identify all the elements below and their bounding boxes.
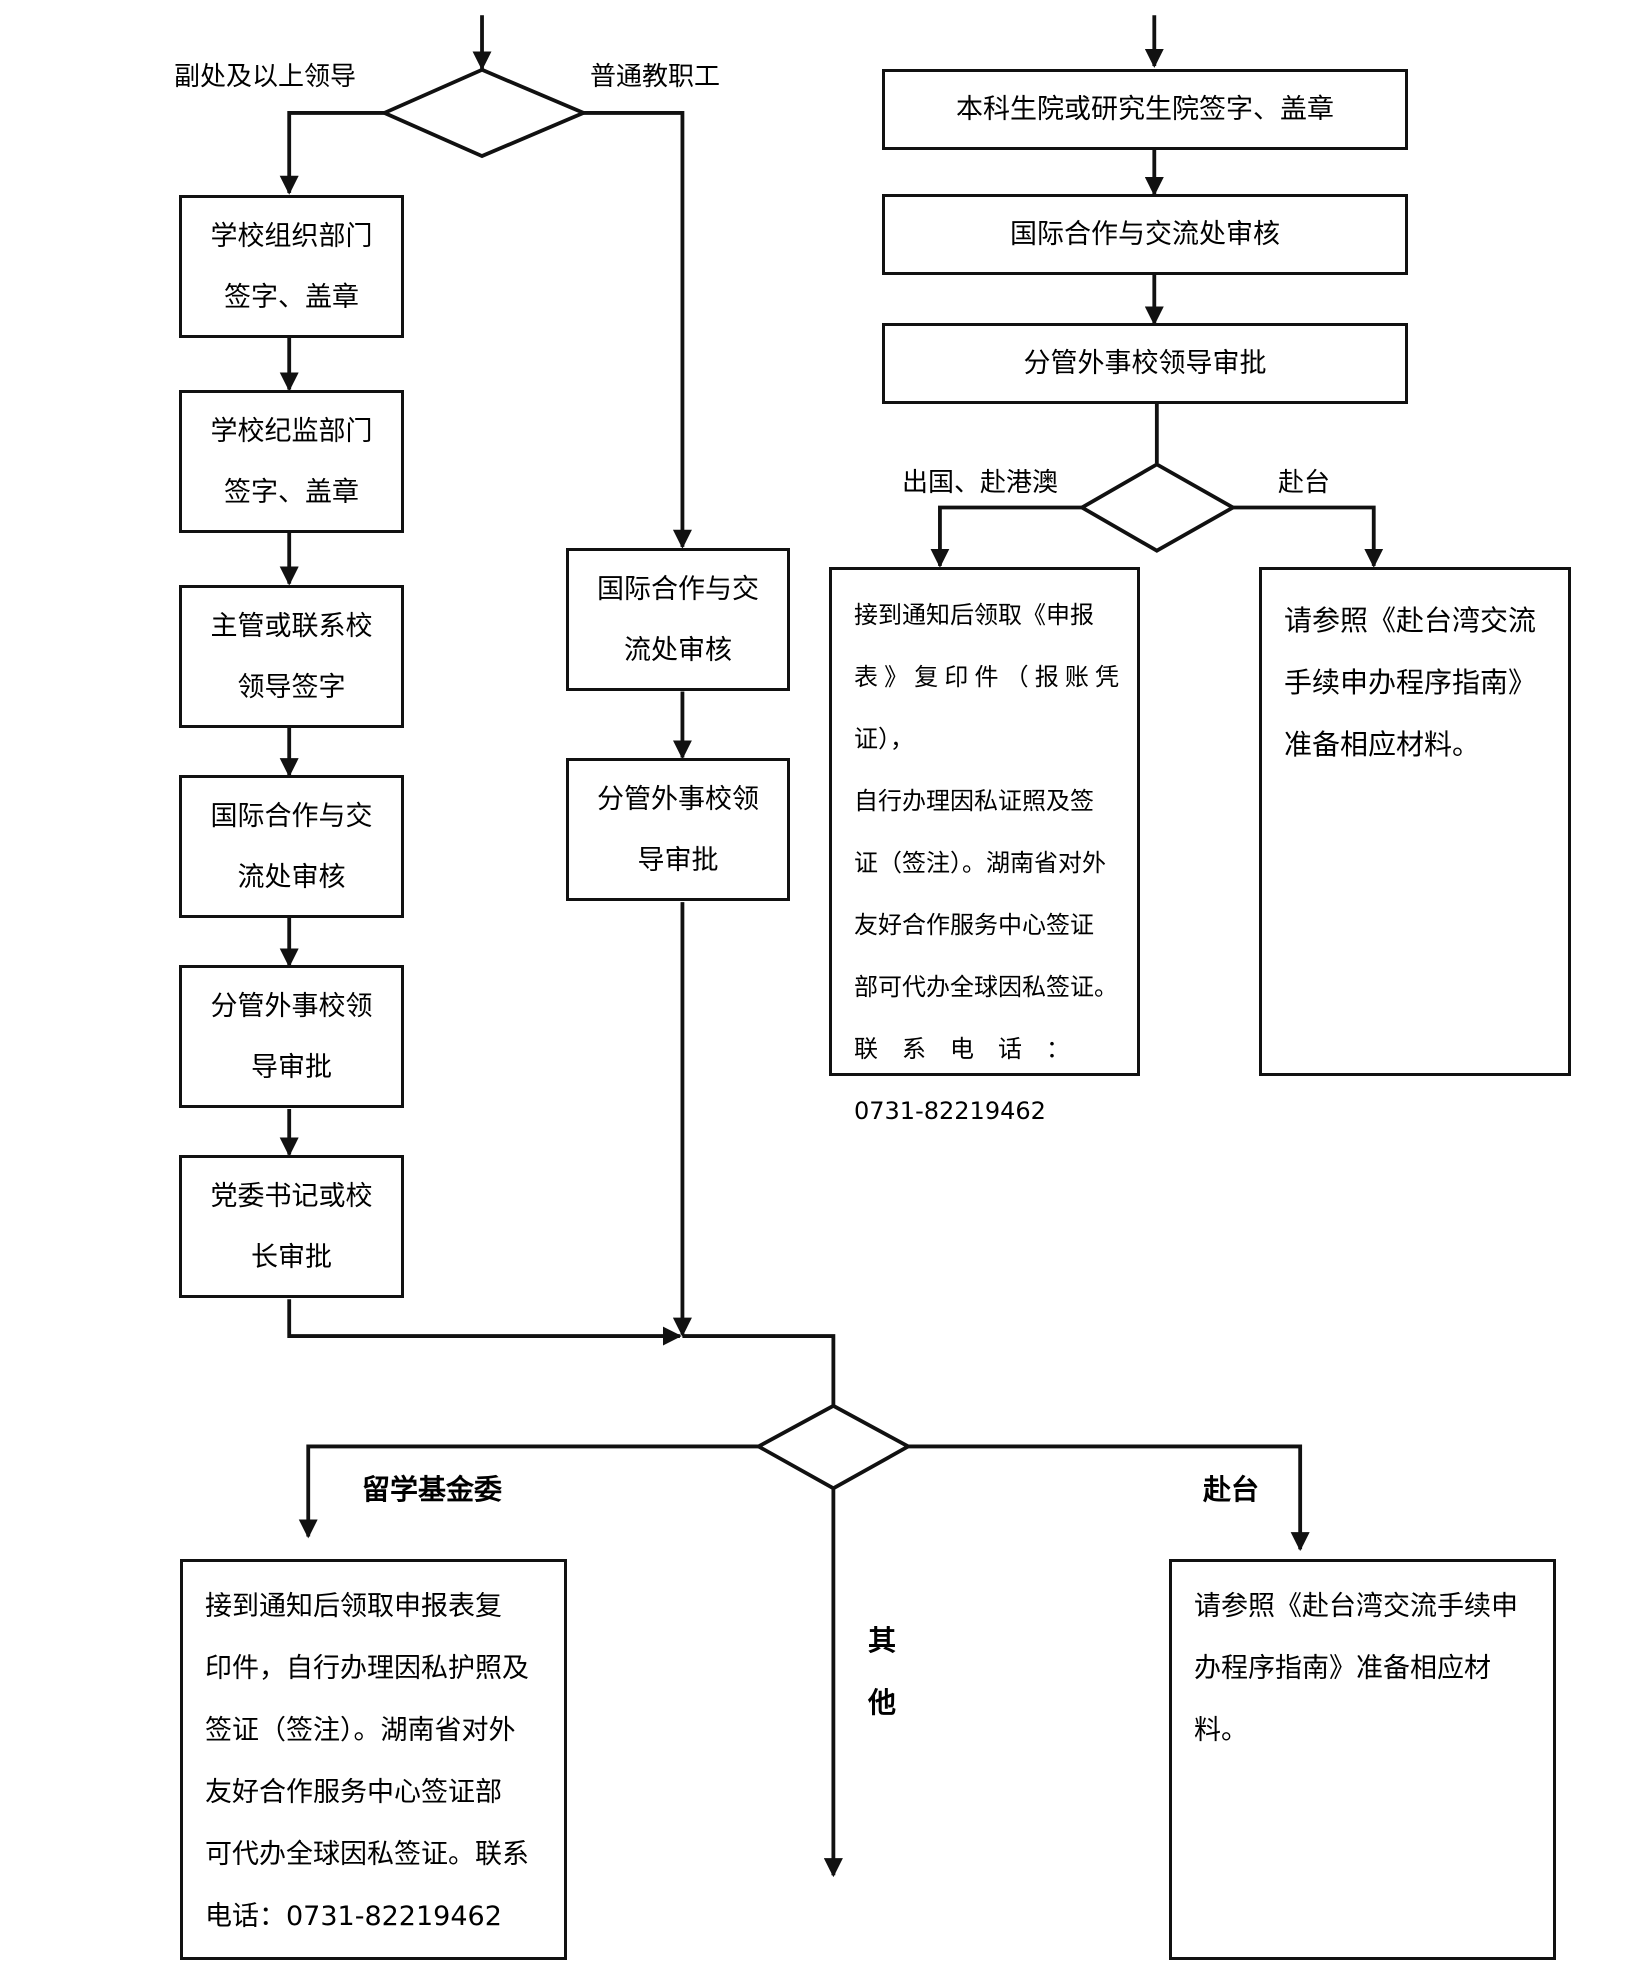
step-line1: 国际合作与交 (210, 800, 373, 832)
step-line1: 国际合作与交 (597, 573, 759, 605)
text-line: 请参照《赴台湾交流 (1284, 604, 1537, 637)
csc-instructions-box: 接到通知后领取申报表复 印件，自行办理因私护照及 签证（签注）。湖南省对外 友好… (180, 1559, 567, 1960)
text-line: 自行办理因私证照及签 (854, 787, 1094, 815)
step-line1: 分管外事校领 (597, 783, 759, 815)
abroad-instructions-box: 接到通知后领取《申报 表》复印件（报账凭证）， 自行办理因私证照及签 证（签注）… (829, 567, 1140, 1125)
step-line2: 长审批 (251, 1241, 332, 1273)
step-supervising-leader: 主管或联系校 领导签字 (179, 585, 404, 728)
step-line1: 分管外事校领 (210, 990, 373, 1022)
step-staff-foreign-affairs-leader: 分管外事校领 导审批 (566, 758, 790, 901)
step-line1: 学校纪监部门 (210, 415, 373, 447)
connector-merge (287, 1299, 682, 1346)
text-line: 证（签注）。湖南省对外 (854, 849, 1106, 877)
label-other: 其他 (868, 1624, 897, 1719)
label-abroad-hk-macao: 出国、赴港澳 (902, 468, 1059, 498)
step-text: 国际合作与交流处审核 (1010, 219, 1280, 250)
step-foreign-affairs-leader: 分管外事校领 导审批 (179, 965, 404, 1108)
connector-senior (279, 111, 385, 195)
label-taiwan-top: 赴台 (1278, 468, 1331, 498)
step-foreign-affairs-leader-right: 分管外事校领导审批 (882, 323, 1408, 404)
step-line2: 导审批 (251, 1051, 332, 1083)
step-intl-office-review: 国际合作与交 流处审核 (179, 775, 404, 918)
step-line2: 签字、盖章 (224, 476, 359, 508)
step-line1: 党委书记或校 (210, 1180, 373, 1212)
step-line2: 流处审核 (237, 861, 346, 893)
connector-taiwan-bottom (908, 1444, 1310, 1552)
label-regular-staff: 普通教职工 (590, 62, 721, 92)
step-line1: 主管或联系校 (210, 610, 373, 642)
phone-number: 电话：0731-82219462 (205, 1901, 502, 1932)
text-line: 签证（签注）。湖南省对外 (205, 1715, 516, 1746)
text-line: 可代办全球因私签证。联系 (205, 1839, 529, 1870)
label-csc: 留学基金委 (362, 1473, 503, 1506)
step-line1: 学校组织部门 (210, 220, 373, 252)
step-line2: 导审批 (637, 844, 719, 876)
step-intl-office-review-right: 国际合作与交流处审核 (882, 194, 1408, 275)
text-line: 准备相应材料。 (1284, 728, 1481, 761)
text-line: 料。 (1194, 1715, 1248, 1746)
text-line: 办程序指南》准备相应材 (1194, 1653, 1491, 1684)
step-college-signature: 本科生院或研究生院签字、盖章 (882, 69, 1408, 150)
text-line: 表》复印件（报账凭证）， (854, 663, 1119, 753)
connector-taiwan-top (1232, 505, 1384, 568)
step-staff-intl-office-review: 国际合作与交 流处审核 (566, 548, 790, 691)
text-line: 印件，自行办理因私护照及 (205, 1653, 529, 1684)
step-text: 本科生院或研究生院签字、盖章 (956, 94, 1334, 125)
taiwan-instructions-box-top: 请参照《赴台湾交流 手续申办程序指南》 准备相应材料。 (1259, 567, 1571, 1076)
step-discipline-dept: 学校纪监部门 签字、盖章 (179, 390, 404, 533)
label-senior-leaders: 副处及以上领导 (174, 62, 357, 92)
decision-diamond-staff-type (379, 67, 589, 159)
connector-staff (583, 111, 692, 549)
text-line: 接到通知后领取《申报 (854, 601, 1094, 629)
taiwan-instructions-box-bottom: 请参照《赴台湾交流手续申 办程序指南》准备相应材 料。 (1169, 1559, 1556, 1960)
step-line2: 签字、盖章 (224, 281, 359, 313)
connector-csc (298, 1444, 759, 1539)
text-line: 接到通知后领取申报表复 (205, 1591, 502, 1622)
text-line: 友好合作服务中心签证部 (205, 1777, 502, 1808)
phone-number: 0731-82219462 (854, 1097, 1046, 1125)
connector-abroad (930, 505, 1082, 568)
decision-diamond-destination (1078, 462, 1237, 553)
label-taiwan-bottom: 赴台 (1203, 1473, 1260, 1506)
decision-diamond-bottom (754, 1403, 913, 1491)
text-line: 手续申办程序指南》 (1284, 666, 1537, 699)
step-line2: 领导签字 (237, 671, 346, 703)
step-line2: 流处审核 (624, 634, 732, 666)
step-text: 分管外事校领导审批 (1023, 348, 1267, 379)
step-party-secretary-president: 党委书记或校 长审批 (179, 1155, 404, 1298)
text-line: 部可代办全球因私签证。 (854, 973, 1118, 1001)
text-line: 请参照《赴台湾交流手续申 (1194, 1591, 1518, 1622)
step-organization-dept: 学校组织部门 签字、盖章 (179, 195, 404, 338)
text-line: 友好合作服务中心签证 (854, 911, 1094, 939)
text-line: 联 系 电 话 ： (854, 1035, 1070, 1063)
